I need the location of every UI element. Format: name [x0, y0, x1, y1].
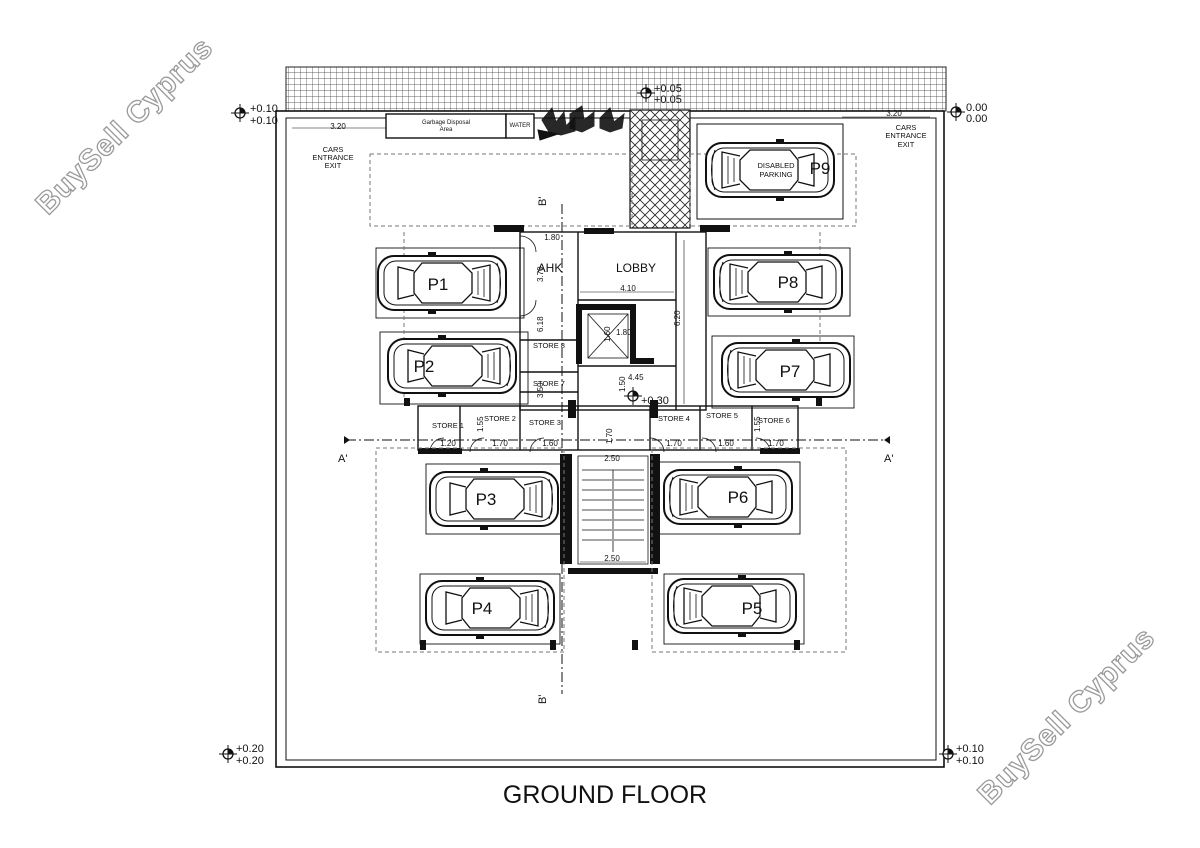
dim-170v: 1.70 [605, 428, 614, 444]
watermark-bottom-right: BuySell Cyprus [972, 621, 1162, 811]
dim-150: 1.50 [618, 376, 627, 392]
dim-170b: 1.70 [666, 439, 682, 448]
plan-title: GROUND FLOOR [503, 781, 707, 809]
upper-drive [369, 153, 633, 227]
pedestrian-path [629, 109, 691, 229]
parking-bays [375, 247, 855, 645]
dim-155: 1.55 [476, 416, 485, 432]
level-bottom-right-1: +0.10 [956, 743, 984, 755]
right-entrance-line-2: ENTRANCE [885, 131, 926, 140]
store-8-label: STORE 8 [533, 341, 565, 350]
left-entrance-line-3: EXIT [325, 161, 342, 170]
car-p2 [387, 334, 517, 398]
dim-618: 6.18 [536, 316, 545, 332]
level-top-left-1: +0.10 [250, 103, 278, 115]
level-top-right-1: 0.00 [966, 102, 987, 114]
water-area [505, 113, 535, 139]
dim-620: 6.20 [673, 310, 682, 326]
store-3-label: STORE 3 [529, 418, 561, 427]
level-top-left-2: +0.10 [250, 115, 278, 127]
left-entrance-line-1: CARS [323, 145, 344, 154]
section-b-top: B' [537, 197, 549, 206]
right-entrance-line-1: CARS [896, 123, 917, 132]
section-a-left: A' [338, 453, 347, 465]
store-2-label: STORE 2 [484, 414, 516, 423]
left-entrance-line-2: ENTRANCE [312, 153, 353, 162]
garbage-label-1: Garbage Disposal [422, 120, 470, 126]
garbage-area [385, 113, 507, 139]
level-top-center-1: +0.05 [654, 83, 682, 95]
staircase [577, 313, 649, 565]
dim-170a: 1.70 [492, 439, 508, 448]
disabled-label-1: DISABLED [757, 161, 795, 170]
dim-160d: 1.60 [718, 439, 734, 448]
parking-p1: P1 [428, 275, 449, 294]
building-walls [417, 231, 799, 451]
level-marker-bottom-right [938, 744, 958, 764]
car-p5 [667, 574, 797, 638]
lobby-label: LOBBY [616, 261, 656, 275]
dim-155b: 1.55 [753, 416, 762, 432]
level-bottom-left-2: +0.20 [236, 755, 264, 767]
dim-350: 3.50 [536, 382, 545, 398]
garbage-label-2: Area [440, 127, 453, 133]
level-marker-top-left [230, 103, 250, 123]
dim-left-gap: 3.20 [330, 122, 346, 131]
section-a-right: A' [884, 453, 893, 465]
dim-160c: 1.60 [542, 439, 558, 448]
parking-p8: P8 [778, 273, 799, 292]
dim-445: 4.45 [628, 373, 644, 382]
level-top-center-2: +0.05 [654, 94, 682, 106]
dim-170c: 1.70 [768, 439, 784, 448]
level-bottom-right-2: +0.10 [956, 755, 984, 767]
section-b-bottom: B' [537, 695, 549, 704]
lower-drive-right [651, 447, 847, 653]
store-7-label: STORE 7 [533, 379, 565, 388]
parking-p6: P6 [728, 488, 749, 507]
dim-right-gap: 3.20 [886, 109, 902, 118]
dim-410: 4.10 [620, 284, 636, 293]
disabled-label-2: PARKING [759, 170, 792, 179]
structural-columns [404, 225, 822, 650]
water-label: WATER [510, 123, 532, 129]
level-lobby: +0.30 [641, 395, 669, 407]
dim-250a: 2.50 [604, 454, 620, 463]
dim-120: 1.20 [440, 439, 456, 448]
plants [537, 105, 625, 141]
store-1-label: STORE 1 [432, 421, 464, 430]
store-5-label: STORE 5 [706, 411, 738, 420]
dim-180: 1.80 [544, 233, 560, 242]
dim-370: 3.70 [536, 266, 545, 282]
lower-drive-left [375, 447, 565, 653]
store-4-label: STORE 4 [658, 414, 690, 423]
disabled-parking-bay [696, 123, 844, 220]
parking-p2: P2 [414, 357, 435, 376]
ahk-label: AHK [538, 261, 563, 275]
dim-250b: 2.50 [604, 554, 620, 563]
level-marker-top-right [946, 102, 966, 122]
paved-strip [285, 66, 947, 112]
level-top-right-2: 0.00 [966, 113, 987, 125]
parking-p9: P9 [810, 159, 831, 178]
level-bottom-left-1: +0.20 [236, 743, 264, 755]
parking-p5: P5 [742, 599, 763, 618]
level-marker-bottom-left [218, 744, 238, 764]
parking-p3: P3 [476, 490, 497, 509]
dim-160: 1.60 [603, 326, 612, 342]
section-lines [346, 204, 888, 694]
parking-p4: P4 [472, 599, 493, 618]
right-entrance-line-3: EXIT [898, 140, 915, 149]
doors [429, 235, 771, 453]
dim-180b: 1.80 [616, 328, 632, 337]
parking-p7: P7 [780, 362, 801, 381]
store-6-label: STORE 6 [758, 416, 790, 425]
watermark-top-left: BuySell Cyprus [30, 31, 220, 221]
